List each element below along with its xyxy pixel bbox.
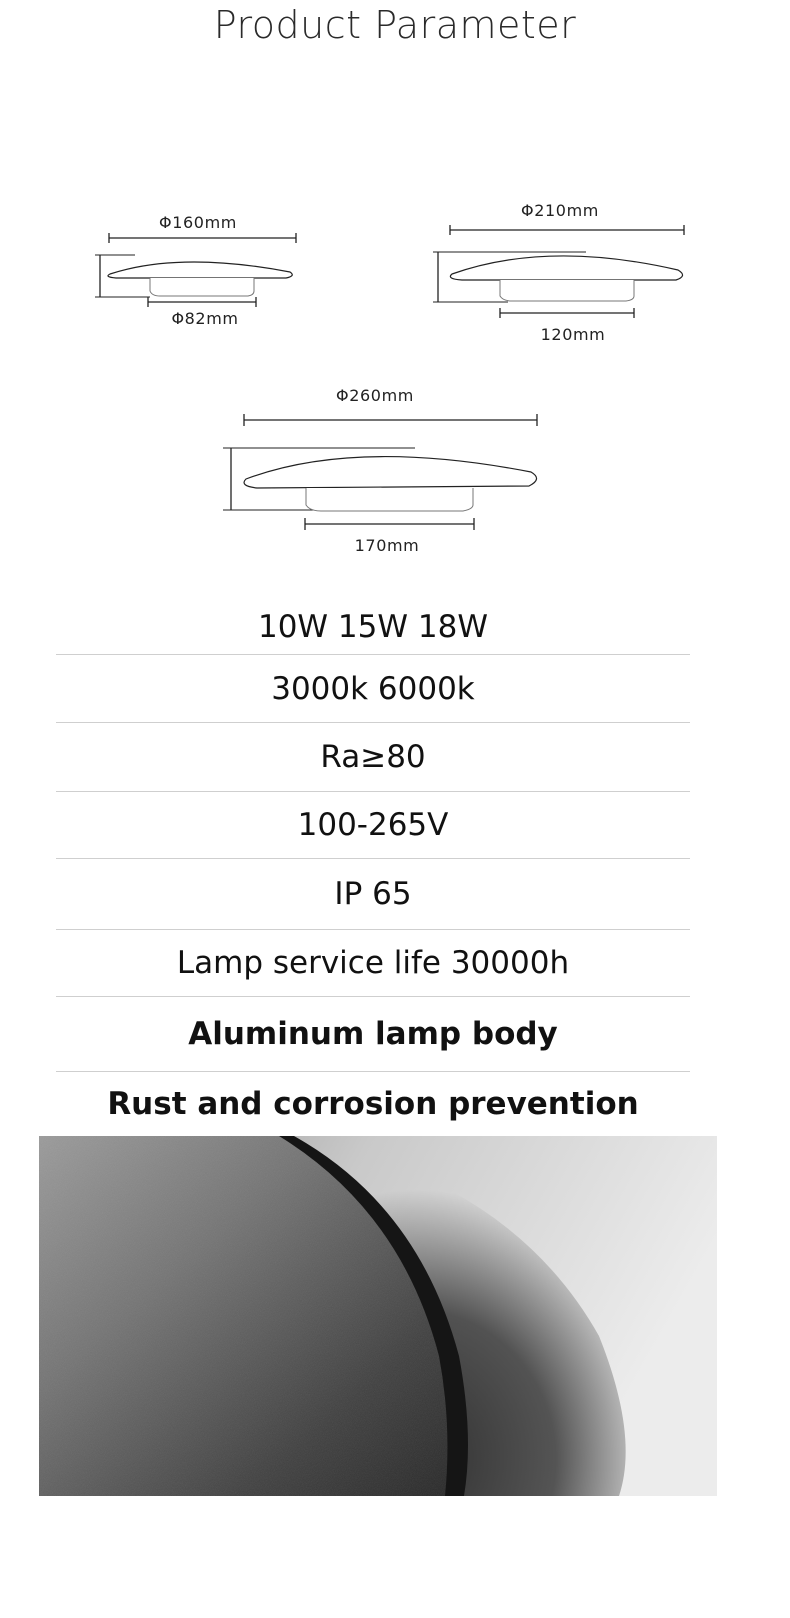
spec-row-color-temperature: 3000k 6000k bbox=[56, 655, 690, 723]
lamp-dimension-diagram-large: Φ260mm 170mm bbox=[215, 378, 555, 563]
spec-text: Lamp service life 30000h bbox=[176, 945, 570, 981]
diameter-label: Φ260mm bbox=[336, 386, 414, 405]
base-label: 120mm bbox=[541, 325, 606, 344]
spec-text: 10W 15W 18W bbox=[257, 609, 488, 645]
diameter-label: Φ210mm bbox=[521, 201, 599, 220]
base-label: Φ82mm bbox=[171, 309, 238, 328]
lamp-dimension-diagram-small: Φ160mm Φ82mm bbox=[90, 205, 310, 335]
spec-text: 3000k 6000k bbox=[271, 670, 475, 707]
spec-row-power: 10W 15W 18W bbox=[56, 600, 690, 655]
spec-text: IP 65 bbox=[334, 876, 412, 912]
diameter-label: Φ160mm bbox=[159, 213, 237, 232]
base-label: 170mm bbox=[355, 536, 420, 555]
spec-text: Ra≥80 bbox=[320, 739, 426, 775]
spec-text: Aluminum lamp body bbox=[188, 1016, 558, 1052]
spec-row-material: Aluminum lamp body bbox=[56, 997, 690, 1072]
spec-table: 10W 15W 18W 3000k 6000k Ra≥80 100-265V I… bbox=[56, 600, 690, 1136]
spec-row-voltage: 100-265V bbox=[56, 792, 690, 859]
spec-row-cri: Ra≥80 bbox=[56, 723, 690, 792]
spec-row-service-life: Lamp service life 30000h bbox=[56, 930, 690, 997]
spec-text: 100-265V bbox=[297, 807, 449, 843]
page-title: Product Parameter bbox=[213, 3, 577, 47]
lamp-body-closeup-photo bbox=[39, 1136, 717, 1496]
spec-text: Rust and corrosion prevention bbox=[107, 1086, 639, 1122]
spec-row-corrosion: Rust and corrosion prevention bbox=[28, 1072, 718, 1136]
spec-row-ip-rating: IP 65 bbox=[56, 859, 690, 930]
lamp-dimension-diagram-medium: Φ210mm 120mm bbox=[428, 190, 698, 350]
